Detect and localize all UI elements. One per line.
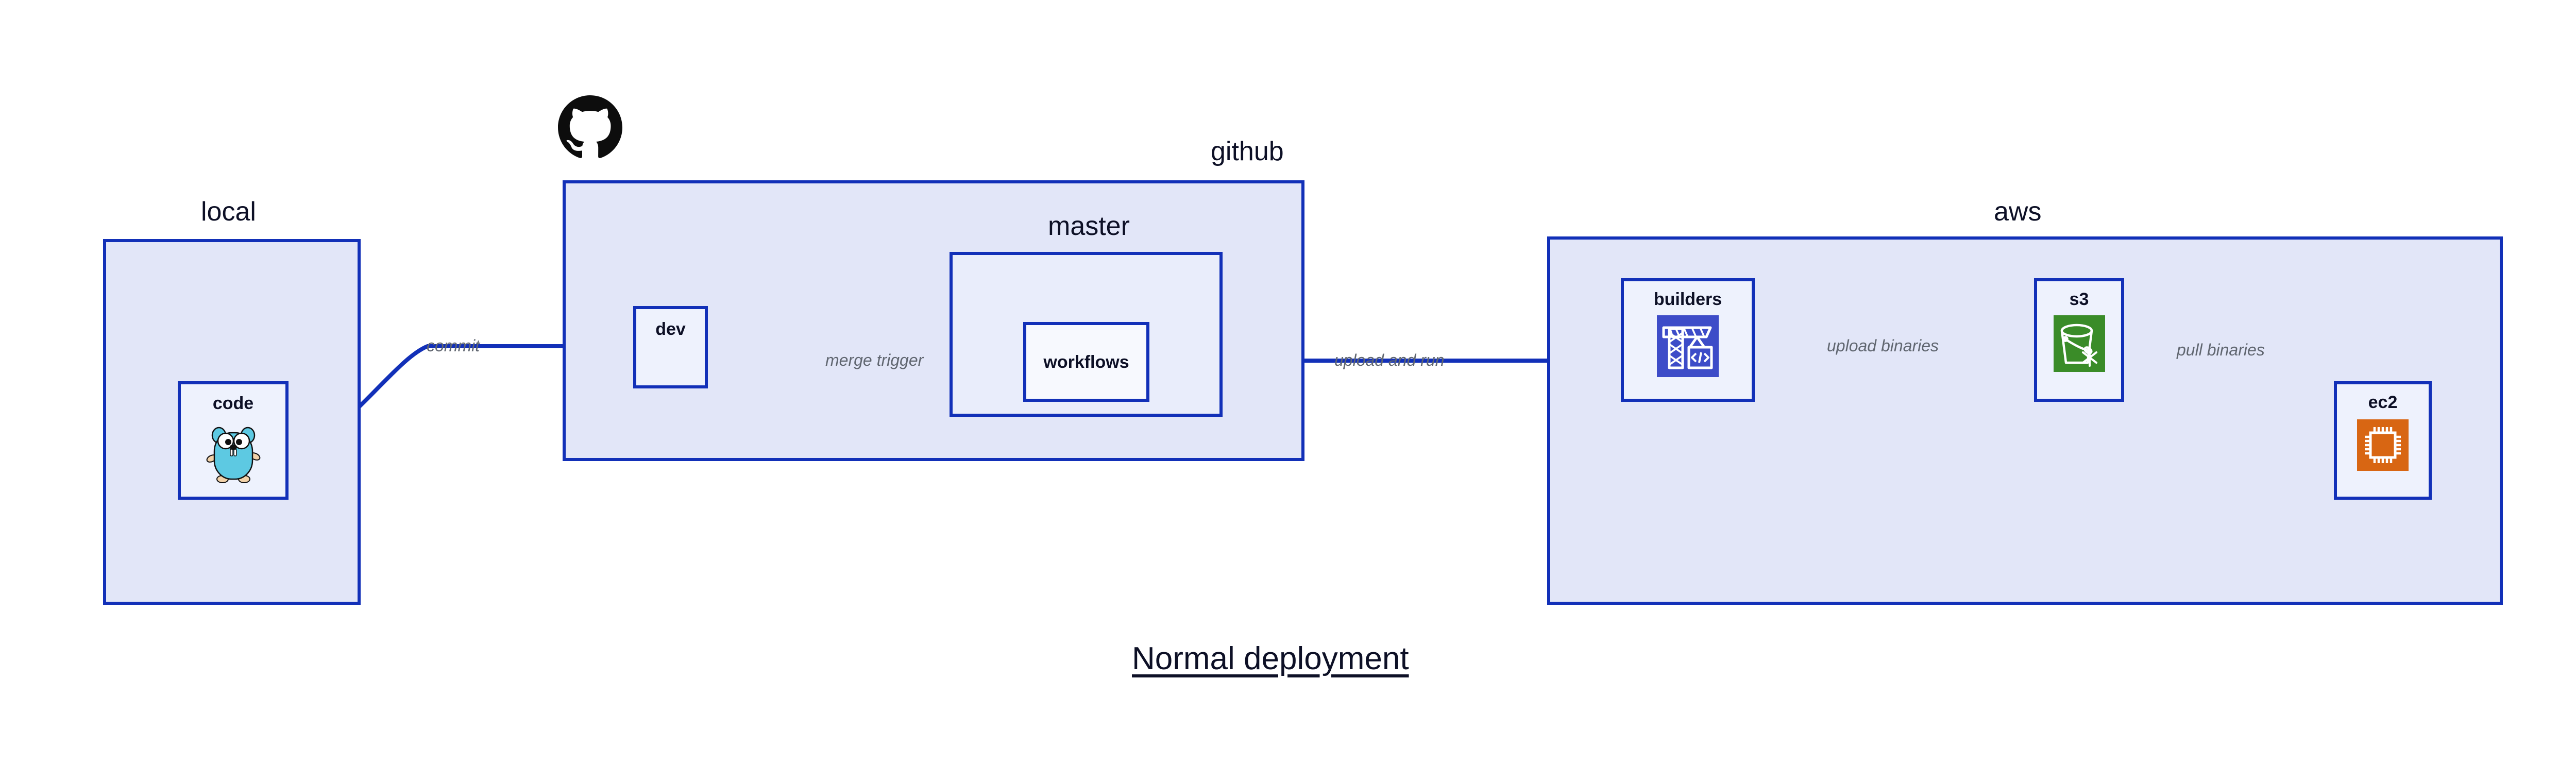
group-local: [103, 239, 361, 605]
edge-label-upload-binaries: upload binaries: [1827, 336, 1939, 355]
group-aws-label: aws: [1994, 197, 2042, 227]
node-s3[interactable]: s3: [2034, 278, 2124, 402]
group-master-label: master: [1048, 211, 1130, 241]
node-dev-label: dev: [655, 319, 686, 339]
edge-label-pull-binaries: pull binaries: [2177, 341, 2265, 359]
group-local-label: local: [201, 197, 256, 227]
diagram-title: Normal deployment: [1132, 641, 1409, 676]
node-code-label: code: [212, 394, 254, 413]
node-workflows-label: workflows: [1043, 352, 1129, 372]
edge-label-merge-trigger: merge trigger: [825, 351, 924, 369]
cpu-chip-icon: [2357, 419, 2409, 473]
crane-code-icon: [1657, 315, 1719, 380]
node-builders-label: builders: [1653, 290, 1722, 309]
edge-label-commit: commit: [427, 336, 480, 355]
github-octocat-icon: [558, 95, 622, 162]
node-ec2-label: ec2: [2368, 393, 2398, 412]
node-s3-label: s3: [2069, 290, 2089, 309]
node-workflows[interactable]: workflows: [1023, 322, 1149, 402]
node-dev[interactable]: dev: [633, 306, 708, 388]
s3-bucket-icon: [2053, 315, 2105, 375]
go-gopher-icon: [205, 421, 262, 486]
node-code[interactable]: code: [178, 381, 289, 500]
node-builders[interactable]: builders: [1621, 278, 1755, 402]
node-ec2[interactable]: ec2: [2334, 381, 2432, 500]
edge-label-upload-and-run: upload and run: [1334, 351, 1445, 369]
group-github-label: github: [1211, 137, 1284, 166]
